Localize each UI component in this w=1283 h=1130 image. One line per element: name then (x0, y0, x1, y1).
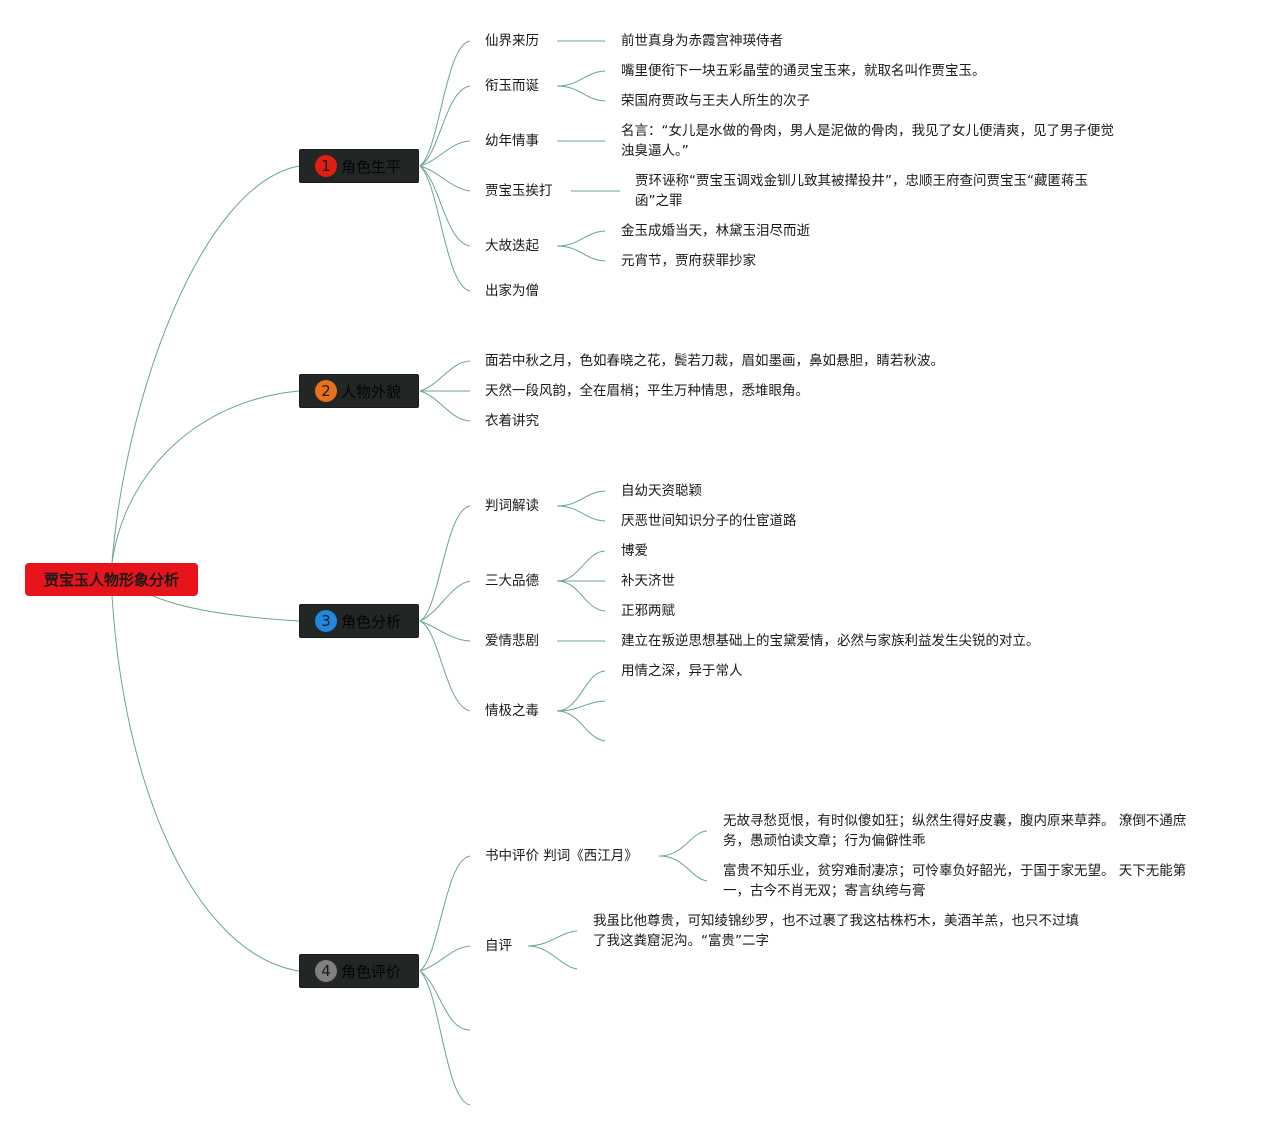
branch-node-3[interactable]: 3 角色分析 (299, 604, 419, 638)
detail-node[interactable]: 富贵不知乐业，贫穷难耐凄凉；可怜辜负好韶光，于国于家无望。 天下无能第一，古今不… (723, 863, 1187, 899)
branch-number-badge: 1 (315, 155, 337, 177)
detail-node[interactable]: 正邪两赋 (621, 603, 675, 619)
detail-node[interactable]: 厌恶世间知识分子的仕宦道路 (621, 513, 797, 529)
branch-node-2[interactable]: 2 人物外貌 (299, 374, 419, 408)
branch-label: 人物外貌 (341, 382, 402, 401)
detail-node[interactable]: 建立在叛逆思想基础上的宝黛爱情，必然与家族利益发生尖锐的对立。 (621, 633, 1040, 649)
branch-label: 角色生平 (341, 157, 402, 176)
detail-node[interactable]: 自幼天资聪颖 (621, 483, 702, 499)
branch-label: 角色评价 (341, 962, 402, 981)
detail-node[interactable]: 我虽比他尊贵，可知绫锦纱罗，也不过裹了我这枯株朽木，美酒羊羔，也只不过填了我这粪… (593, 913, 1079, 949)
topic-node[interactable]: 仙界来历 (485, 33, 539, 49)
detail-node[interactable]: 前世真身为赤霞宫神瑛侍者 (621, 33, 783, 49)
topic-node[interactable]: 天然一段风韵，全在眉梢；平生万种情思，悉堆眼角。 (485, 383, 809, 399)
branch-node-1[interactable]: 1 角色生平 (299, 149, 419, 183)
topic-node[interactable]: 面若中秋之月，色如春晓之花，鬓若刀裁，眉如墨画，鼻如悬胆，睛若秋波。 (485, 353, 944, 369)
topic-node[interactable]: 自评 (485, 938, 512, 954)
topic-node[interactable]: 三大品德 (485, 573, 539, 589)
detail-node[interactable]: 贾环诬称“贾宝玉调戏金钏儿致其被撵投井”，忠顺王府查问贾宝玉“藏匿蒋玉函”之罪 (635, 173, 1088, 209)
branch-node-4[interactable]: 4 角色评价 (299, 954, 419, 988)
detail-node[interactable]: 无故寻愁觅恨，有时似傻如狂；纵然生得好皮囊，腹内原来草莽。 潦倒不通庶务，愚顽怕… (723, 813, 1187, 849)
branch-number-badge: 2 (315, 380, 337, 402)
detail-node[interactable]: 用情之深，异于常人 (621, 663, 743, 679)
topic-node[interactable]: 书中评价 判词《西江月》 (485, 848, 638, 864)
branch-number-badge: 4 (315, 960, 337, 982)
topic-node[interactable]: 大故迭起 (485, 238, 539, 254)
topic-node[interactable]: 出家为僧 (485, 283, 539, 299)
detail-node[interactable]: 荣国府贾政与王夫人所生的次子 (621, 93, 810, 109)
topic-node[interactable]: 衣着讲究 (485, 413, 539, 429)
topic-node[interactable]: 衔玉而诞 (485, 78, 539, 94)
branch-number-badge: 3 (315, 610, 337, 632)
topic-node[interactable]: 幼年情事 (485, 133, 539, 149)
detail-node[interactable]: 金玉成婚当天，林黛玉泪尽而逝 (621, 223, 810, 239)
root-node[interactable]: 贾宝玉人物形象分析 (25, 563, 198, 596)
detail-node[interactable]: 元宵节，贾府获罪抄家 (621, 253, 756, 269)
topic-node[interactable]: 判词解读 (485, 498, 539, 514)
detail-node[interactable]: 补天济世 (621, 573, 675, 589)
detail-node[interactable]: 博爱 (621, 543, 648, 559)
detail-node[interactable]: 名言：“女儿是水做的骨肉，男人是泥做的骨肉，我见了女儿便清爽，见了男子便觉浊臭逼… (621, 123, 1114, 159)
root-label: 贾宝玉人物形象分析 (43, 571, 179, 589)
branch-label: 角色分析 (341, 612, 402, 631)
topic-node[interactable]: 贾宝玉挨打 (485, 183, 553, 199)
topic-node[interactable]: 爱情悲剧 (485, 633, 539, 649)
detail-node[interactable]: 嘴里便衔下一块五彩晶莹的通灵宝玉来，就取名叫作贾宝玉。 (621, 63, 986, 79)
topic-node[interactable]: 情极之毒 (485, 703, 539, 719)
